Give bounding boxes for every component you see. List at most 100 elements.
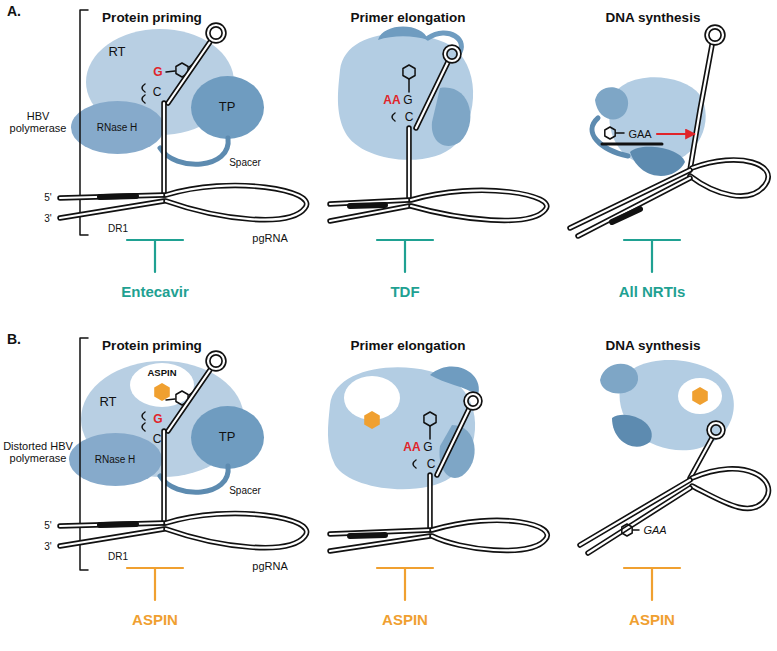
rna-strand-core [168,42,210,103]
spacer-linker [160,466,228,492]
rna-strand [166,185,307,219]
rna-strand-core [437,409,469,475]
rna-strand-core [578,178,690,236]
rna-strand [161,103,167,195]
domain-label: TP [219,100,236,114]
diagram-label: AA [383,94,400,107]
rna-strand-core [163,103,165,195]
bulge [142,84,145,103]
diagram-label: G [423,441,432,454]
polymerase-blob [612,415,652,447]
diagram-label: C [405,111,414,124]
diagram-label: ASPIN [147,368,176,378]
distortion-pocket [130,363,194,407]
rna-strand-core [466,394,480,408]
synthesis-arrow [657,133,694,135]
diagram-label: pgRNA [252,232,287,244]
dr1-element [350,535,385,536]
rna-strand-core [168,370,210,431]
rna-strand [466,394,480,408]
rna-strand-core [411,190,547,220]
domain-fill [69,433,162,486]
rna-strand-core [588,488,690,553]
rna-strand [60,523,164,526]
bulge [142,412,145,431]
diagram-label: AA [403,441,420,454]
rna-strand-core [429,475,431,530]
domain-fill [71,101,164,154]
diagram-label: Protein priming [102,339,202,354]
diagram-label: G [153,66,162,79]
rna-strand-core [208,25,224,41]
rna-strand [60,195,164,198]
rna-strand [437,409,469,475]
domain-blob: RNase H [68,432,163,487]
diagram-label: TDF [390,284,419,301]
rna-strand-core [432,520,547,550]
bulge [413,460,416,468]
diagram-label: Spacer [229,485,261,496]
inhibition-bar [377,240,433,272]
rna-strand [588,488,690,553]
bulge [392,113,395,121]
rna-strand [427,475,433,530]
aspin-molecule [692,387,708,405]
stroke [166,71,175,72]
diagram-label: GAA [628,128,651,140]
diagram-label: C [153,433,162,446]
inhibition-bar [127,240,183,272]
rna-strand-core [60,529,164,546]
rna-strand [707,27,723,43]
diagram-label: DNA synthesis [606,11,701,26]
domain-label: RNase H [97,122,138,133]
dr1-element [100,524,136,525]
ring [605,127,615,139]
rna-strand [208,353,224,369]
diagram-label: 3' [44,213,51,224]
rna-strand-core [60,523,164,526]
distortion-pocket [678,378,722,414]
rna-strand [432,520,547,550]
domain-fill [191,406,264,469]
rna-strand [690,45,712,170]
rna-strand-core [692,469,768,509]
dr1-element [612,209,640,222]
bracket [80,338,88,570]
domain-label: RT [99,395,116,409]
diagram-label: G [403,94,412,107]
diagram-label: DR1 [108,551,128,562]
domain-fill [191,76,264,139]
polymerase-blob [378,27,428,41]
rna-strand [60,201,164,218]
rna-strand [166,513,307,547]
rna-strand-core [690,160,768,196]
aspin-molecule [364,411,380,429]
rna-strand [161,431,167,523]
diagram-label: Protein priming [102,11,202,26]
stroke [616,132,624,134]
diagram-label: ASPIN [629,612,675,629]
polymerase-blob [630,147,685,176]
diagram-label: 3' [44,541,51,552]
rna-strand [578,178,690,236]
rna-strand [60,529,164,546]
polymerase-blob [328,367,475,489]
diagram-label: Spacer [229,157,261,168]
ring [424,412,436,426]
domain-blob: TP [190,405,265,470]
domain-blob: RNase H [70,100,165,155]
stroke [633,529,639,531]
diagram-label: All NRTIs [619,284,686,301]
domain-blob: TP [190,75,265,140]
diagram-label: DR1 [108,223,128,234]
diagram-label: GAA [643,524,666,536]
rna-strand [692,469,768,509]
rna-strand-core [208,353,224,369]
rna-strand-core [330,206,409,221]
diagram-label: ASPIN [132,612,178,629]
rna-strand-core [580,480,690,545]
spacer-linker [592,118,628,156]
dr1-element [350,205,385,206]
diagram-label: Entecavir [121,284,189,301]
rna-strand-core [166,185,307,219]
